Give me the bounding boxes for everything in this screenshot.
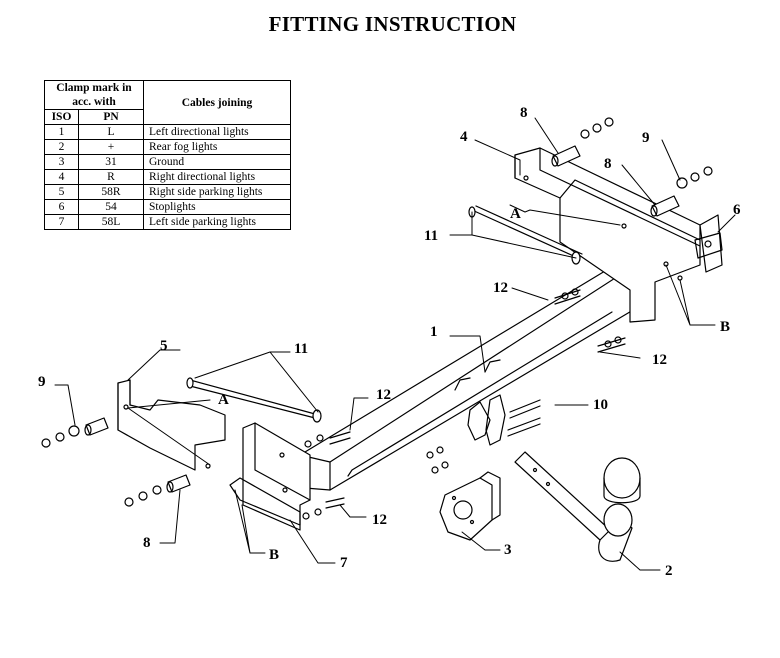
part-labels: 8 8 9 4 6 A 11 12 B 1 12 5 11 9 A 12 10 … (38, 105, 741, 579)
mid-mount-bracket (467, 394, 506, 446)
bracket-part (694, 214, 723, 273)
table-row: 4 R Right directional lights (44, 169, 291, 185)
socket-plate-part (439, 471, 501, 541)
label-part-12: 12 (372, 512, 387, 528)
label-part-2: 2 (665, 563, 673, 579)
label-point-b: B (269, 547, 279, 563)
leader-lines (54, 117, 736, 571)
cell-desc: Right side parking lights (143, 184, 291, 200)
label-part-11: 11 (424, 228, 438, 244)
header-cables-joining: Cables joining (143, 80, 291, 125)
cell-desc: Left side parking lights (143, 214, 291, 230)
cell-desc: Right directional lights (143, 169, 291, 185)
label-part-8: 8 (604, 156, 612, 172)
cables-joining-table: Clamp mark in acc. with Cables joining I… (44, 80, 291, 230)
label-part-7: 7 (340, 555, 348, 571)
spacer-sleeves (84, 145, 680, 493)
short-bolts (325, 289, 626, 509)
nuts-and-washers (41, 117, 713, 520)
cell-pn: 58L (78, 214, 144, 230)
ball-neck-part (514, 451, 641, 562)
cell-desc: Stoplights (143, 199, 291, 215)
crossbar-part (299, 257, 651, 491)
left-side-plate (117, 379, 226, 471)
label-part-3: 3 (504, 542, 512, 558)
label-part-6: 6 (733, 202, 741, 218)
header-clamp-mark: Clamp mark in acc. with (44, 80, 144, 110)
label-point-a: A (218, 392, 229, 408)
label-part-9: 9 (642, 130, 650, 146)
label-part-9: 9 (38, 374, 46, 390)
label-point-b: B (720, 319, 730, 335)
left-lower-plate (229, 422, 311, 531)
cell-pn: 58R (78, 184, 144, 200)
table-row: 6 54 Stoplights (44, 199, 291, 215)
table-row: 5 58R Right side parking lights (44, 184, 291, 200)
label-part-12: 12 (376, 387, 391, 403)
page-title: FITTING INSTRUCTION (268, 12, 517, 36)
label-part-12: 12 (493, 280, 508, 296)
label-part-10: 10 (593, 397, 608, 413)
header-pn: PN (78, 109, 144, 125)
label-part-8: 8 (520, 105, 528, 121)
label-part-11: 11 (294, 341, 308, 357)
right-side-plate (514, 147, 701, 323)
label-part-1: 1 (430, 324, 438, 340)
table-row: 7 58L Left side parking lights (44, 214, 291, 230)
label-part-4: 4 (460, 129, 468, 145)
label-part-8: 8 (143, 535, 151, 551)
label-part-12: 12 (652, 352, 667, 368)
label-point-a: A (510, 206, 521, 222)
label-part-5: 5 (160, 338, 168, 354)
